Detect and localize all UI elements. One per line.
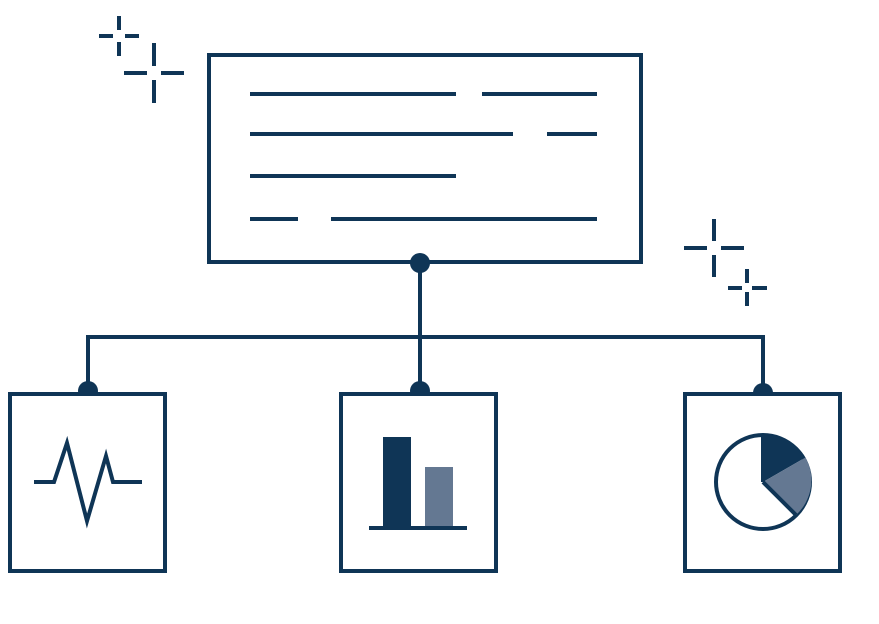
child-node-pie-chart <box>683 392 842 573</box>
heartbeat-line-icon <box>34 435 142 529</box>
connector-dots <box>78 253 773 403</box>
connector-dot <box>410 253 430 273</box>
top-document-node <box>207 53 643 264</box>
connector-lines <box>86 263 765 392</box>
child-node-heartbeat <box>8 392 167 573</box>
sparkle-icon <box>684 219 767 306</box>
sparkle-icon <box>99 16 184 103</box>
bar-chart-icon <box>369 437 467 530</box>
pie-chart-icon <box>714 433 812 531</box>
text-document-icon <box>250 92 597 221</box>
child-node-bar-chart <box>339 392 498 573</box>
